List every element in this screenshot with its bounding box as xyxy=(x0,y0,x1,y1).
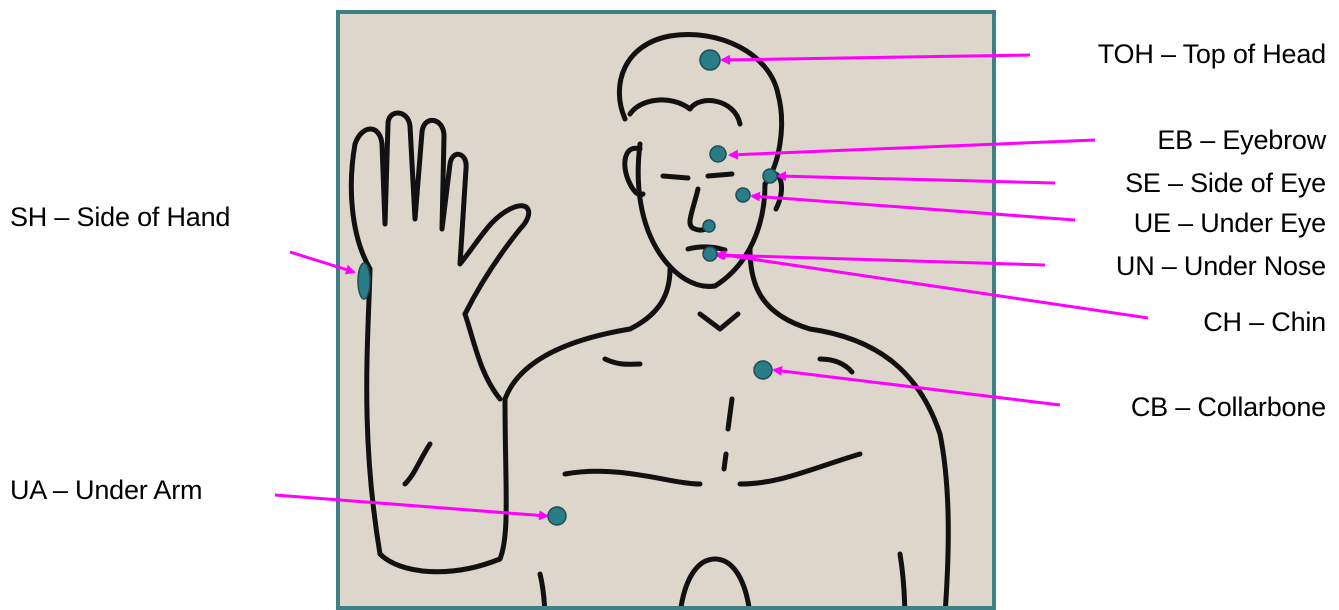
point-ch xyxy=(703,247,717,261)
arrow-ue xyxy=(752,196,1075,220)
point-se xyxy=(763,169,777,183)
label-un: UN – Under Nose xyxy=(1116,250,1326,282)
label-eb: EB – Eyebrow xyxy=(1157,124,1326,156)
label-sh: SH – Side of Hand xyxy=(10,201,230,233)
point-eb xyxy=(710,146,726,162)
point-ue xyxy=(736,188,750,202)
arrow-eb xyxy=(730,140,1095,155)
arrow-ua xyxy=(275,495,547,516)
label-toh: TOH – Top of Head xyxy=(1098,38,1326,70)
arrow-cb xyxy=(774,370,1060,405)
label-ch: CH – Chin xyxy=(1203,306,1326,338)
arrow-ch xyxy=(718,254,1148,318)
label-ue: UE – Under Eye xyxy=(1134,207,1326,239)
arrow-se xyxy=(778,176,1055,183)
point-cb xyxy=(754,361,772,379)
label-cb: CB – Collarbone xyxy=(1131,391,1326,423)
arrow-sh xyxy=(290,252,354,272)
point-ua xyxy=(548,507,566,525)
point-sh xyxy=(358,263,370,299)
point-un xyxy=(703,220,715,232)
point-toh xyxy=(700,50,720,70)
arrow-toh xyxy=(722,55,1030,60)
label-se: SE – Side of Eye xyxy=(1125,167,1326,199)
label-ua: UA – Under Arm xyxy=(10,474,202,506)
